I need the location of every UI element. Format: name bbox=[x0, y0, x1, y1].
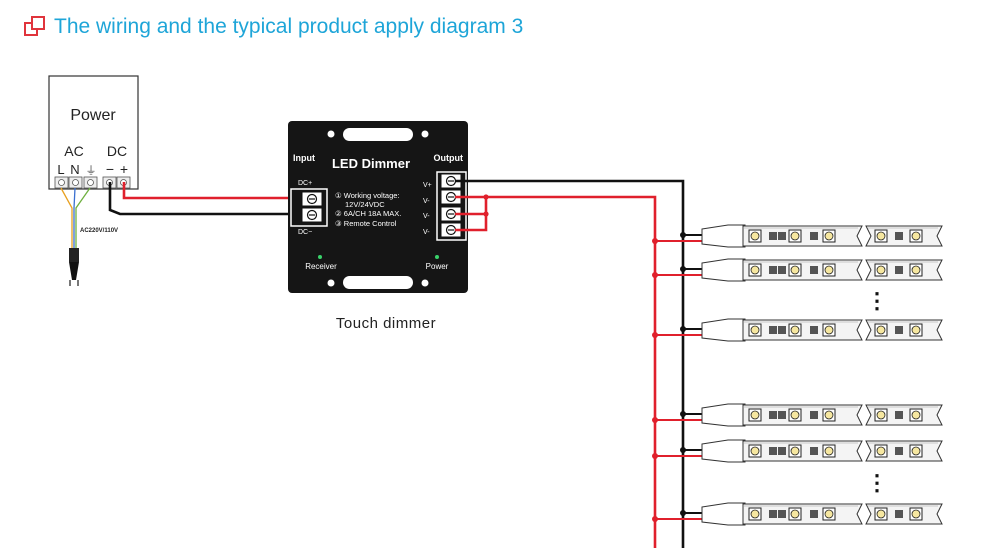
dimmer-caption: Touch dimmer bbox=[336, 315, 436, 332]
n-label: N bbox=[70, 162, 79, 177]
ellipsis-lower: ⋮ bbox=[866, 470, 888, 495]
power-title: Power bbox=[70, 107, 116, 124]
ground-icon: ⏚ bbox=[86, 164, 97, 177]
receiver-led bbox=[318, 255, 322, 259]
diagram-header: The wiring and the typical product apply… bbox=[24, 12, 523, 42]
power-supply: Power AC DC L N ⏚ − + bbox=[48, 75, 139, 286]
copy-icon bbox=[24, 16, 46, 38]
dc-minus-label: DC− bbox=[298, 229, 312, 236]
dc-plus-label: DC+ bbox=[298, 180, 312, 187]
led-strip-row bbox=[652, 224, 943, 248]
v-minus-label-2: V- bbox=[423, 213, 430, 220]
power-indicator-label: Power bbox=[426, 262, 449, 271]
output-wires bbox=[455, 179, 685, 548]
l-label: L bbox=[57, 162, 64, 177]
led-strip-row bbox=[652, 502, 943, 526]
plus-label: + bbox=[120, 161, 128, 177]
input-wires bbox=[108, 182, 302, 216]
input-terminal-block bbox=[290, 188, 328, 227]
dc-label: DC bbox=[107, 143, 127, 159]
minus-label: − bbox=[106, 161, 114, 177]
spec-voltage-value: 12V/24VDC bbox=[345, 200, 385, 209]
page-title: The wiring and the typical product apply… bbox=[54, 15, 524, 38]
power-led bbox=[435, 255, 439, 259]
led-strip-row bbox=[652, 403, 943, 427]
v-minus-label-1: V- bbox=[423, 198, 430, 205]
receiver-label: Receiver bbox=[305, 262, 337, 271]
mains-cable bbox=[60, 187, 91, 286]
ac-label: AC bbox=[64, 143, 83, 159]
output-terminal-block bbox=[436, 171, 467, 241]
v-minus-label-3: V- bbox=[423, 229, 430, 236]
spec-current: ② 6A/CH 18A MAX. bbox=[335, 209, 401, 218]
led-strip-row bbox=[652, 318, 943, 342]
mains-voltage-label: AC220V/110V bbox=[80, 228, 118, 234]
led-strip-row bbox=[652, 258, 943, 282]
led-dimmer: Input Output LED Dimmer DC+ DC− ① Workin… bbox=[288, 121, 468, 293]
input-label: Input bbox=[293, 153, 315, 163]
power-terminals bbox=[54, 176, 131, 189]
output-label: Output bbox=[434, 153, 464, 163]
led-strip-row bbox=[652, 439, 943, 463]
ellipsis-upper: ⋮ bbox=[866, 288, 888, 313]
spec-voltage: ① Working voltage: bbox=[335, 191, 400, 200]
dimmer-name: LED Dimmer bbox=[332, 156, 410, 171]
v-plus-label: V+ bbox=[423, 182, 432, 189]
spec-remote: ③ Remote Control bbox=[335, 219, 397, 228]
led-strips bbox=[652, 224, 943, 526]
